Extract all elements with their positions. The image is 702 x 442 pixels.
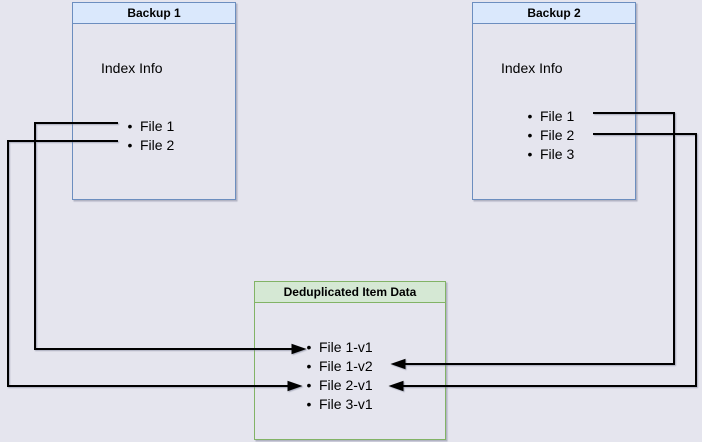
dedup-node: Deduplicated Item Data File 1-v1 File 1-… xyxy=(254,281,446,440)
backup1-node: Backup 1 Index Info File 1 File 2 xyxy=(72,2,236,200)
backup2-node: Backup 2 Index Info File 1 File 2 File 3 xyxy=(472,2,636,200)
dedup-item-file2-v1: File 2-v1 xyxy=(299,376,373,395)
backup1-title: Backup 1 xyxy=(73,3,235,24)
backup2-title: Backup 2 xyxy=(473,3,635,24)
dedup-title: Deduplicated Item Data xyxy=(255,282,445,303)
backup1-file-2: File 2 xyxy=(120,136,174,155)
backup2-file-3: File 3 xyxy=(520,145,574,164)
dedup-item-file1-v1: File 1-v1 xyxy=(299,338,373,357)
dedup-item-file1-v2: File 1-v2 xyxy=(299,357,373,376)
backup1-index-info-label: Index Info xyxy=(101,60,163,76)
backup2-index-info-label: Index Info xyxy=(501,60,563,76)
dedup-item-file3-v1: File 3-v1 xyxy=(299,395,373,414)
backup1-file-list: File 1 File 2 xyxy=(120,117,174,155)
backup2-file-list: File 1 File 2 File 3 xyxy=(520,107,574,164)
backup1-file-1: File 1 xyxy=(120,117,174,136)
backup2-file-2: File 2 xyxy=(520,126,574,145)
dedup-item-list: File 1-v1 File 1-v2 File 2-v1 File 3-v1 xyxy=(299,338,373,414)
backup2-file-1: File 1 xyxy=(520,107,574,126)
